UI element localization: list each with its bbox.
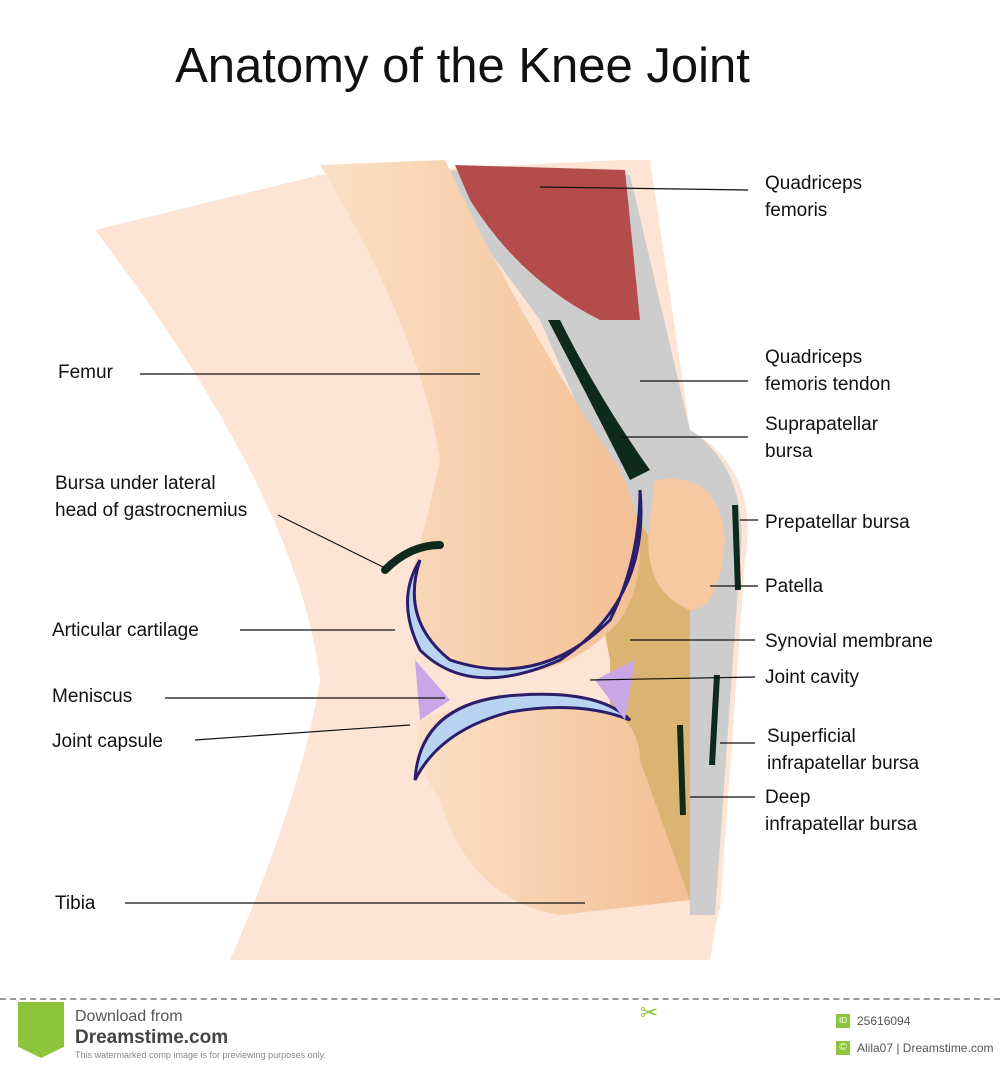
image-id: 25616094 <box>857 1014 911 1028</box>
label-patella: Patella <box>765 576 824 597</box>
label-articular-cartilage: Articular cartilage <box>52 620 199 641</box>
label-femur: Femur <box>58 362 113 383</box>
label-meniscus: Meniscus <box>52 686 133 707</box>
label-prepatellar-bursa: Prepatellar bursa <box>765 512 910 533</box>
patella <box>648 478 725 610</box>
scissors-icon: ✂ <box>640 1000 659 1025</box>
femur <box>320 160 640 675</box>
id-badge-icon: ID <box>836 1014 850 1028</box>
download-from-text: Download from <box>75 1008 183 1025</box>
deep-infrapatellar-bursa <box>677 724 686 816</box>
label-joint-capsule: Joint capsule <box>52 731 163 752</box>
dreamstime-logo-icon <box>18 1002 64 1058</box>
superficial-infrapatellar-bursa <box>709 674 720 766</box>
quadriceps-muscle <box>455 165 640 320</box>
suprapatellar-bursa <box>548 320 650 480</box>
knee-illustration <box>95 160 758 960</box>
articular-cartilage-tibia <box>413 692 632 781</box>
disclaimer-text: This watermarked comp image is for previ… <box>75 1050 326 1060</box>
copyright-icon: © <box>836 1041 850 1055</box>
articular-cartilage-femur <box>406 489 643 680</box>
leader-lines <box>125 186 758 904</box>
credit-text: Alila07 | Dreamstime.com <box>857 1041 994 1055</box>
page-title: Anatomy of the Knee Joint <box>175 39 750 93</box>
label-tibia: Tibia <box>55 893 96 914</box>
tibia <box>417 700 690 915</box>
watermark-footer: Download from Dreamstime.com This waterm… <box>0 998 1000 1069</box>
capsule <box>430 170 742 915</box>
label-joint-cavity: Joint cavity <box>765 667 859 688</box>
label-synovial-membrane: Synovial membrane <box>765 631 933 652</box>
prepatellar-bursa <box>732 504 741 591</box>
site-link[interactable]: Dreamstime.com <box>75 1027 229 1048</box>
gastrocnemius-bursa <box>381 541 444 574</box>
